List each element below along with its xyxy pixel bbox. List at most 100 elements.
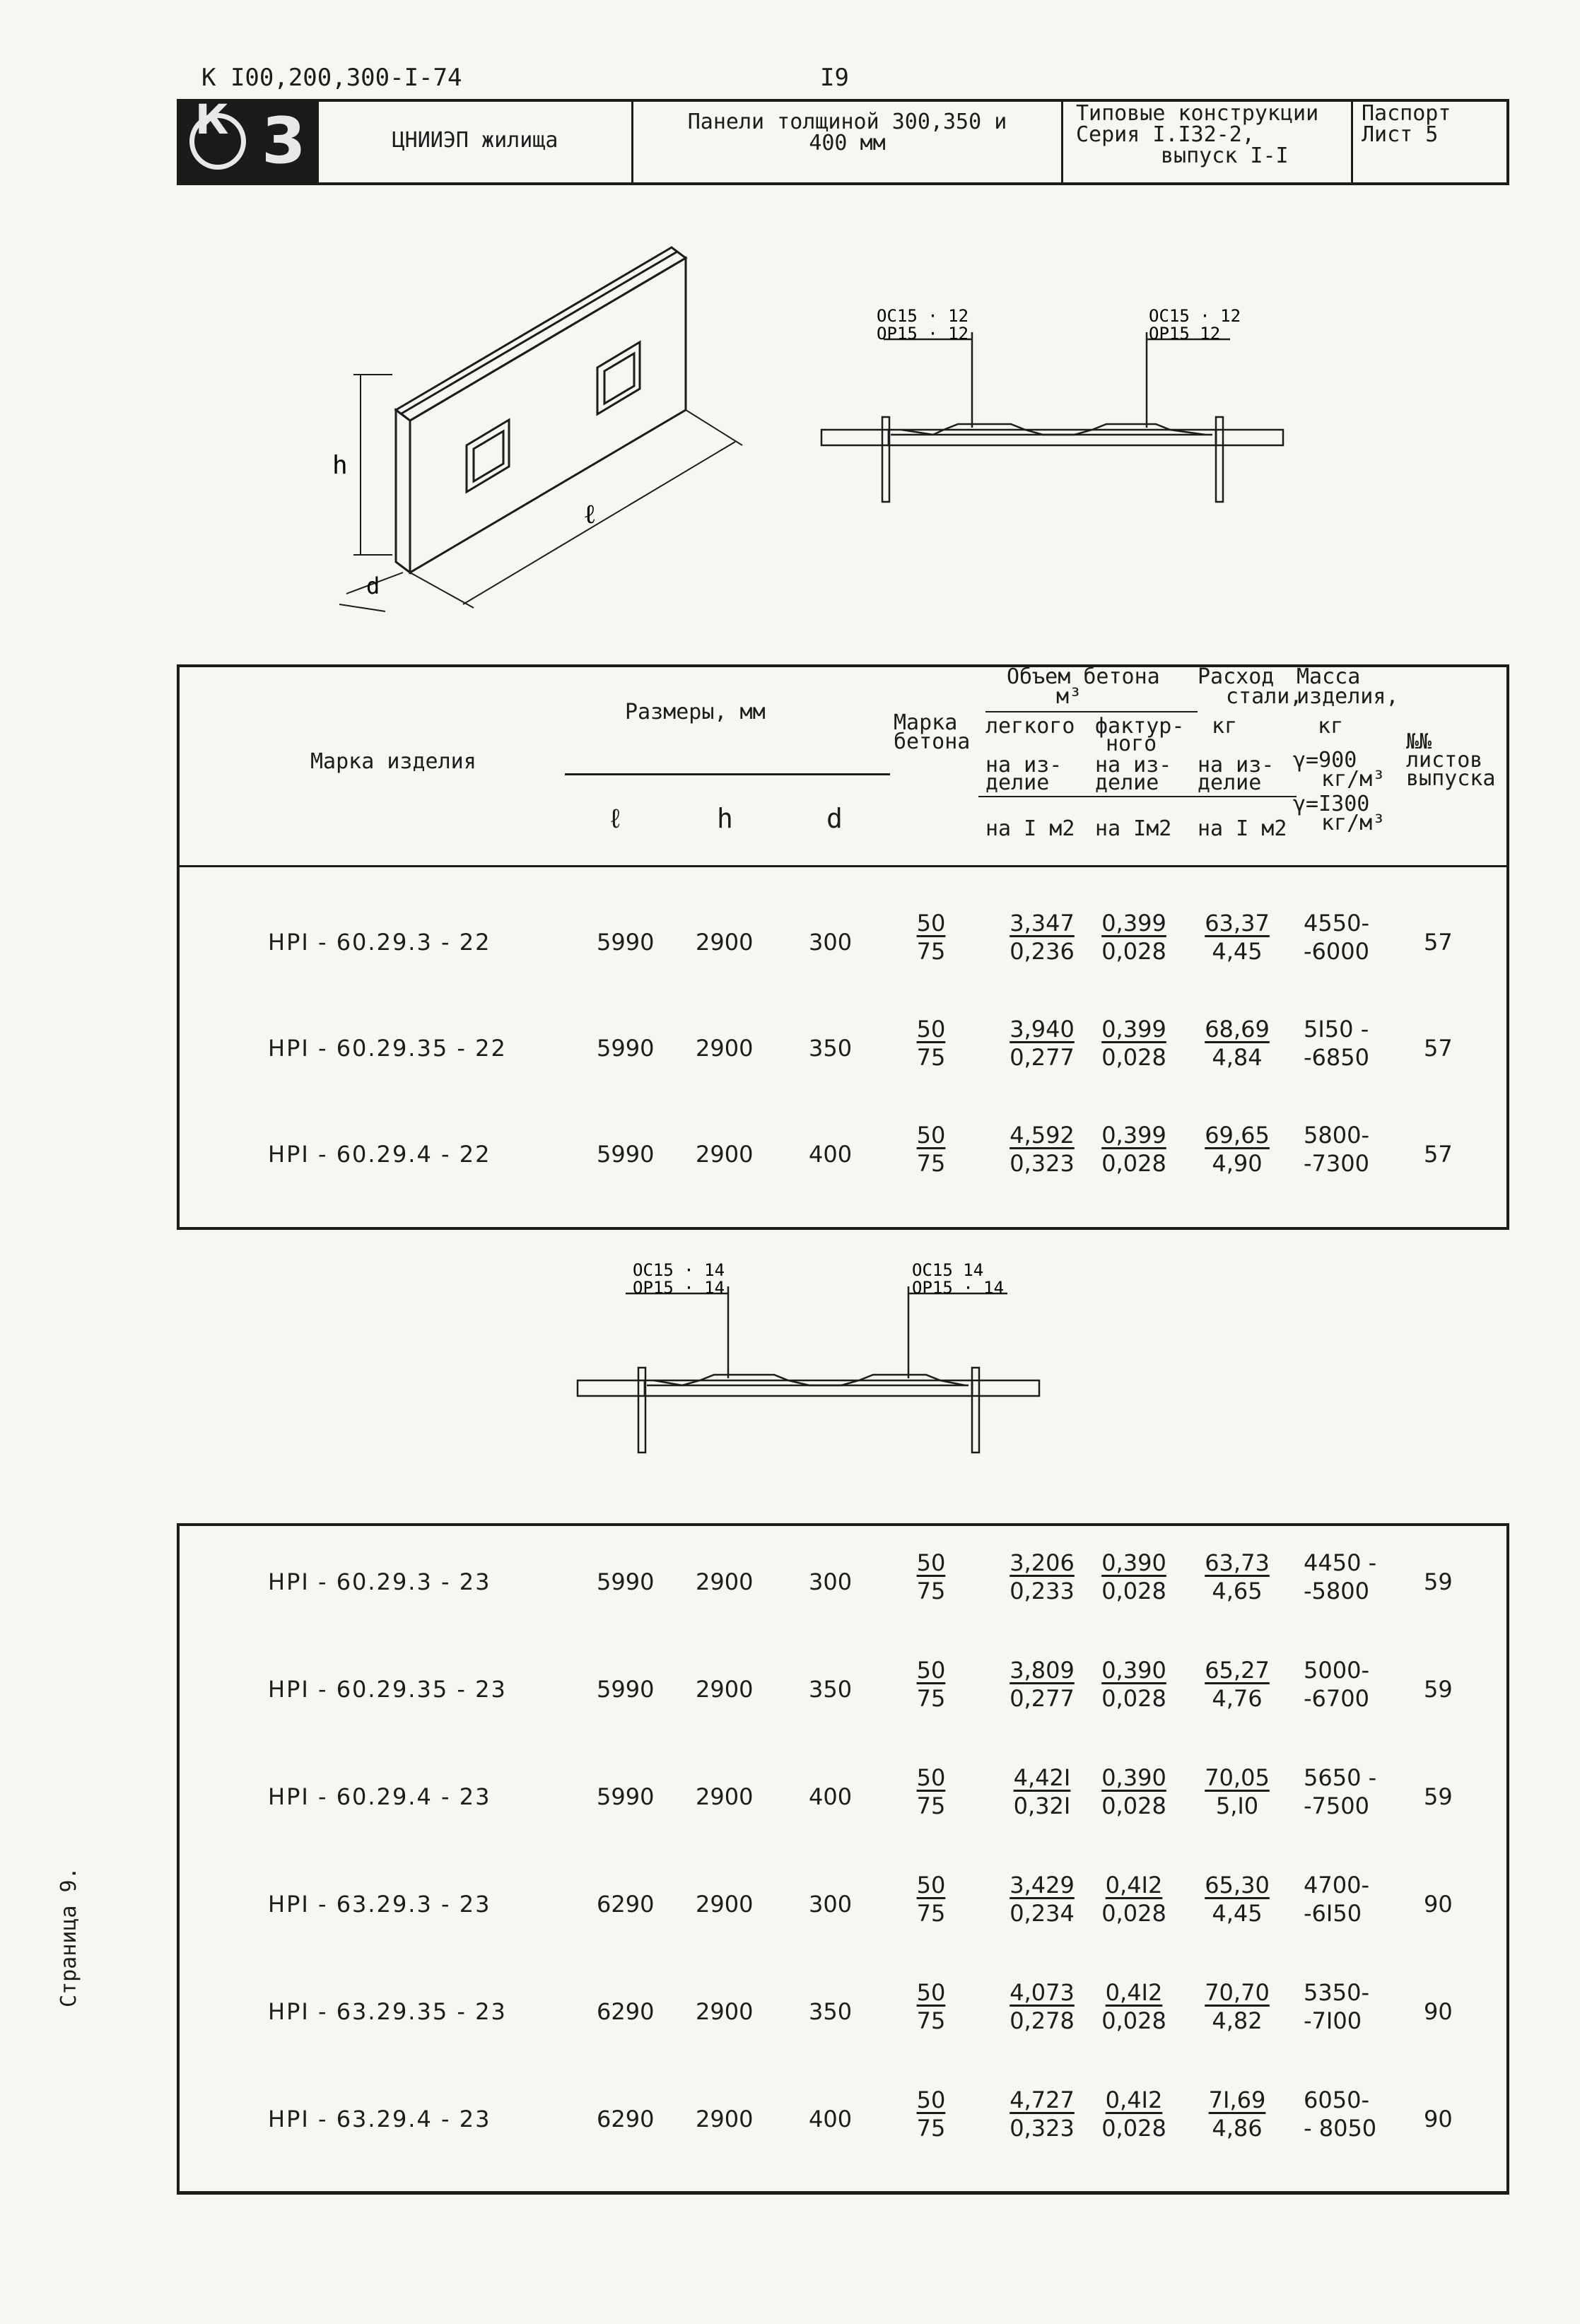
light-concrete-volume-top: 3,206	[1010, 1549, 1075, 1576]
concrete-brand-bottom: 75	[916, 1685, 946, 1712]
header-col-h: h	[717, 803, 733, 834]
sheet-number: 57	[1424, 1035, 1453, 1062]
steel-consumption: 65,30 4,45	[1195, 1871, 1280, 1927]
light-concrete-volume-bottom: 0,323	[1010, 1150, 1075, 1177]
steel-consumption-top: 69,65	[1205, 1122, 1270, 1149]
facing-concrete-volume: 0,390 0,028	[1092, 1549, 1176, 1605]
header-steel-1: Расход	[1198, 664, 1275, 689]
dimension-h: h	[332, 451, 348, 480]
header-mark: Марка изделия	[310, 749, 476, 774]
height-value: 2900	[696, 1568, 754, 1595]
rebar-label-mid-left-bottom: ОР15 · 14	[633, 1278, 725, 1298]
header-per-item-f2: делие	[1095, 770, 1159, 795]
header-gamma-1-unit: кг/м³	[1321, 767, 1386, 792]
length-value: 5990	[597, 1035, 655, 1062]
height-value: 2900	[696, 1783, 754, 1810]
concrete-brand-bottom: 75	[916, 1150, 946, 1177]
light-concrete-volume-bottom: 0,277	[1010, 1044, 1075, 1071]
title-block: К 3 ЦНИИЭП жилища Панели толщиной 300,35…	[177, 99, 1509, 185]
sheet-number: 59	[1424, 1676, 1453, 1703]
series-line-1: Типовые конструкции	[1076, 101, 1319, 126]
light-concrete-volume: 4,42I 0,32I	[1000, 1763, 1084, 1820]
facing-concrete-volume-top: 0,390	[1101, 1657, 1166, 1684]
height-value: 2900	[696, 2106, 754, 2132]
header-sheets-3: выпуска	[1406, 766, 1496, 791]
product-mass: 6050- - 8050	[1304, 2086, 1410, 2142]
header-per-rule	[978, 796, 1297, 797]
light-concrete-volume: 4,727 0,323	[1000, 2086, 1084, 2142]
facing-concrete-volume: 0,390 0,028	[1092, 1763, 1176, 1820]
product-mass: 5800- -7300	[1304, 1121, 1410, 1178]
facing-concrete-volume-bottom: 0,028	[1101, 2007, 1166, 2034]
light-concrete-volume: 4,073 0,278	[1000, 1978, 1084, 2035]
product-mass-max: -6850	[1304, 1044, 1369, 1071]
product-mass-max: -6000	[1304, 938, 1369, 965]
facing-concrete-volume-bottom: 0,028	[1101, 1685, 1166, 1712]
steel-consumption-top: 7I,69	[1208, 2087, 1266, 2113]
rebar-label-mid-left-top: ОС15 · 14	[633, 1260, 725, 1280]
facing-concrete-volume-top: 0,399	[1101, 1016, 1166, 1043]
product-mark: НРI - 60.29.3 - 23	[268, 1568, 491, 1595]
concrete-brand-top: 50	[916, 1979, 946, 2006]
concrete-brand-bottom: 75	[916, 938, 946, 965]
product-mass-min: 4550-	[1304, 910, 1369, 937]
facing-concrete-volume-top: 0,4I2	[1105, 2087, 1163, 2113]
steel-consumption: 65,27 4,76	[1195, 1656, 1280, 1713]
logo-circle-icon	[189, 113, 246, 170]
product-mark: НРI - 63.29.3 - 23	[268, 1891, 491, 1918]
document-code: К I00,200,300-I-74	[201, 64, 462, 92]
concrete-brand: 50 75	[906, 1871, 956, 1927]
sheet-number: 57	[1424, 1141, 1453, 1168]
light-concrete-volume-bottom: 0,234	[1010, 1900, 1075, 1927]
length-value: 6290	[597, 1998, 655, 2025]
subject-title: Панели толщиной 300,350 и 400 мм	[633, 102, 1063, 182]
header-col-l: ℓ	[607, 803, 624, 834]
header-sizes: Размеры, мм	[625, 700, 766, 724]
concrete-brand-top: 50	[916, 1872, 946, 1898]
facing-concrete-volume: 0,399 0,028	[1092, 1015, 1176, 1072]
product-mass: 5000- -6700	[1304, 1656, 1410, 1713]
header-sizes-rule	[565, 773, 890, 775]
length-value: 5990	[597, 1676, 655, 1703]
passport-line-1: Паспорт	[1362, 101, 1451, 126]
product-mark: НРI - 60.29.35 - 22	[268, 1035, 507, 1062]
product-mass-min: 6050-	[1304, 2087, 1369, 2113]
light-concrete-volume-top: 3,347	[1010, 910, 1075, 937]
steel-consumption-bottom: 4,65	[1212, 1578, 1263, 1604]
thickness-value: 350	[809, 1676, 853, 1703]
light-concrete-volume-top: 3,940	[1010, 1016, 1075, 1043]
page-number: I9	[820, 64, 849, 92]
steel-consumption: 68,69 4,84	[1195, 1015, 1280, 1072]
product-mass-max: -7500	[1304, 1792, 1369, 1819]
header-steel-m2: на I м2	[1198, 816, 1287, 841]
series-info: Типовые конструкции Серия I.I32-2, выпус…	[1063, 102, 1353, 182]
height-value: 2900	[696, 1998, 754, 2025]
product-mass: 4700- -6I50	[1304, 1871, 1410, 1927]
light-concrete-volume: 3,429 0,234	[1000, 1871, 1084, 1927]
height-value: 2900	[696, 1035, 754, 1062]
product-mass-max: -5800	[1304, 1578, 1369, 1604]
facing-concrete-volume-top: 0,399	[1101, 910, 1166, 937]
concrete-brand-bottom: 75	[916, 1900, 946, 1927]
header-brand-2: бетона	[894, 729, 971, 754]
rebar-label-right-top: ОС15 · 12	[1149, 306, 1241, 326]
product-mark: НРI - 60.29.3 - 22	[268, 929, 491, 956]
passport-line-2: Лист 5	[1362, 122, 1439, 147]
facing-concrete-volume-top: 0,4I2	[1105, 1872, 1163, 1898]
header-sheets-2: листов	[1406, 748, 1483, 773]
panel-section-drawing-22: ОС15 · 12 ОР15 · 12 ОС15 · 12 ОР15 12	[820, 306, 1285, 503]
concrete-brand-bottom: 75	[916, 2007, 946, 2034]
light-concrete-volume: 3,206 0,233	[1000, 1549, 1084, 1605]
logo-letter: К	[195, 95, 229, 143]
concrete-brand-top: 50	[916, 1122, 946, 1149]
product-mass-min: 5350-	[1304, 1979, 1369, 2006]
product-mark: НРI - 60.29.35 - 23	[268, 1676, 507, 1703]
organization-logo: К 3	[180, 95, 319, 182]
header-sheets-1: №№	[1406, 729, 1432, 754]
header-gamma-2-unit: кг/м³	[1321, 811, 1386, 835]
steel-consumption: 7I,69 4,86	[1195, 2086, 1280, 2142]
